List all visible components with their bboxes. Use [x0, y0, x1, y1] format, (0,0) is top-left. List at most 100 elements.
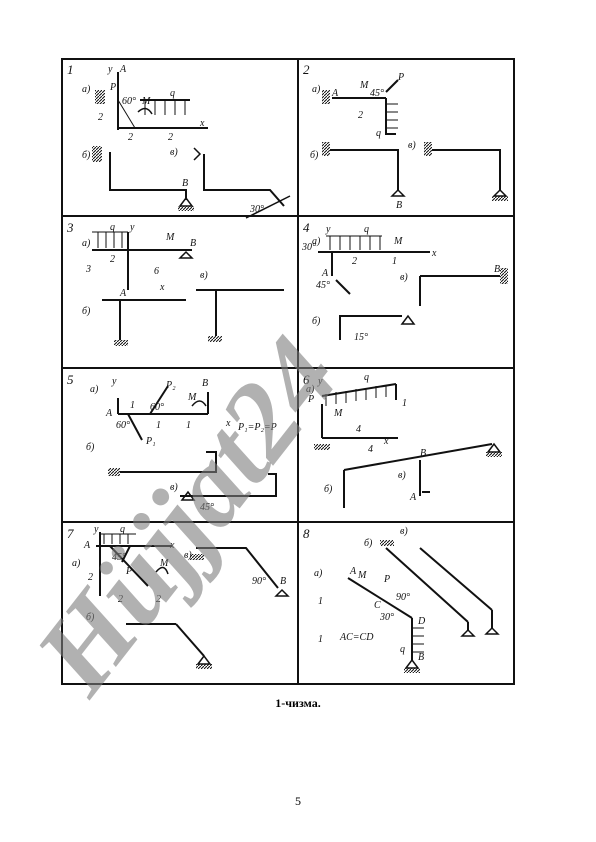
- p7-point-b: B: [280, 576, 286, 587]
- p5-axis-y: y: [111, 376, 117, 387]
- p3-dim-1: 2: [110, 254, 115, 265]
- p2-point-b: B: [396, 200, 402, 211]
- p7-axis-x: x: [169, 540, 175, 551]
- p3-load-q: q: [110, 222, 115, 233]
- p8-note: AC=CD: [339, 632, 374, 643]
- p8-point-d: D: [417, 616, 426, 627]
- p1-dim-1: 2: [98, 112, 103, 123]
- p6-axis-y: y: [317, 376, 323, 387]
- panel-number-3: 3: [66, 220, 74, 235]
- p4-point-a: A: [321, 268, 329, 279]
- p8-load-q: q: [400, 644, 405, 655]
- p2-load-q: q: [376, 128, 381, 139]
- panel-1-diagram: [92, 72, 291, 219]
- p7-dim-3: 2: [156, 594, 161, 605]
- p5-load-m: M: [187, 392, 197, 403]
- panel-6-diagram: [314, 383, 502, 508]
- p5-label-b: б): [86, 442, 95, 453]
- p4-dim-1: 2: [352, 256, 357, 267]
- p2-dim-1: 2: [358, 110, 363, 121]
- p8-label-b: б): [364, 538, 373, 549]
- panel-number-2: 2: [303, 62, 310, 77]
- p8-load-m: M: [357, 570, 367, 581]
- p6-dim-3: 4: [368, 444, 373, 455]
- p8-point-c: C: [374, 600, 381, 611]
- panel-number-7: 7: [67, 526, 74, 541]
- p8-dim-2: 1: [318, 634, 323, 645]
- p3-axis-y: y: [129, 222, 135, 233]
- p6-label-a: а): [306, 384, 315, 395]
- p1-axis-y: y: [107, 64, 113, 75]
- panel-3-diagram: [92, 231, 284, 346]
- p8-point-b: B: [418, 652, 424, 663]
- p3-dim-3: 3: [85, 264, 91, 275]
- p6-load-m: M: [333, 408, 343, 419]
- p4-label-b: б): [312, 316, 321, 327]
- p4-load-m: M: [393, 236, 403, 247]
- p1-label-v: в): [170, 147, 178, 158]
- p5-point-b: B: [202, 378, 208, 389]
- p3-label-a: а): [82, 238, 91, 249]
- p2-angle-45: 45°: [370, 88, 384, 99]
- p5-angle-60b: 60°: [116, 420, 130, 431]
- p8-angle-30: 30°: [379, 612, 394, 623]
- p5-dim-1: 1: [130, 400, 135, 411]
- p7-angle-45: 45°: [112, 552, 126, 563]
- p7-axis-y: y: [93, 524, 99, 535]
- p1-angle-60: 60°: [122, 96, 136, 107]
- p2-label-v: в): [408, 140, 416, 151]
- p4-point-b: B: [494, 264, 500, 275]
- panel-2-diagram: [322, 79, 508, 201]
- p6-label-v: в): [398, 470, 406, 481]
- p2-load-m: M: [359, 80, 369, 91]
- p4-angle-30: 30°: [301, 242, 316, 253]
- panel-number-8: 8: [303, 526, 310, 541]
- p2-label-b: б): [310, 150, 319, 161]
- p4-axis-y: y: [325, 224, 331, 235]
- p3-label-b: б): [82, 306, 91, 317]
- panel-number-1: 1: [67, 62, 74, 77]
- p2-label-a: а): [312, 84, 321, 95]
- p1-load-m: M: [141, 96, 151, 107]
- p5-load-p1: P₁: [145, 436, 156, 447]
- p4-angle-15: 15°: [354, 332, 368, 343]
- p6-axis-x: x: [383, 436, 389, 447]
- p3-point-b: B: [190, 238, 196, 249]
- p7-load-p: P: [125, 566, 132, 577]
- panel-5-diagram: [108, 385, 277, 501]
- p1-label-b: б): [82, 150, 91, 161]
- panel-number-6: 6: [303, 372, 310, 387]
- p5-axis-x: x: [225, 418, 231, 429]
- p8-point-a: A: [349, 566, 357, 577]
- p1-angle-30: 30°: [249, 204, 264, 215]
- p8-label-a: а): [314, 568, 323, 579]
- p6-point-b: B: [420, 448, 426, 459]
- p4-dim-2: 1: [392, 256, 397, 267]
- p7-label-v: в): [184, 550, 192, 561]
- figure-caption: 1-чизма.: [275, 696, 321, 710]
- p3-load-m: M: [165, 232, 175, 243]
- p5-angle-45: 45°: [200, 502, 214, 513]
- panel-8-diagram: [347, 540, 500, 673]
- p3-label-v: в): [200, 270, 208, 281]
- p5-label-v: в): [170, 482, 178, 493]
- p3-dim-2: 6: [154, 266, 159, 277]
- p2-load-p: P: [397, 72, 404, 83]
- watermark: Hüjjat24: [11, 315, 362, 716]
- p8-angle-90: 90°: [396, 592, 410, 603]
- p7-point-a: A: [83, 540, 91, 551]
- page-number: 5: [295, 794, 301, 808]
- p4-angle-45: 45°: [316, 280, 330, 291]
- p3-axis-x: x: [159, 282, 165, 293]
- p7-label-b: б): [86, 612, 95, 623]
- p4-load-q: q: [364, 224, 369, 235]
- p5-load-p2: P₂: [165, 380, 176, 391]
- p5-label-a: а): [90, 384, 99, 395]
- p3-point-a: A: [119, 288, 127, 299]
- p1-dim-3: 2: [168, 132, 173, 143]
- p1-point-a: A: [119, 64, 127, 75]
- p5-dim-2: 1: [156, 420, 161, 431]
- panel-number-4: 4: [303, 220, 310, 235]
- p7-angle-90: 90°: [252, 576, 266, 587]
- p8-load-p: P: [383, 574, 390, 585]
